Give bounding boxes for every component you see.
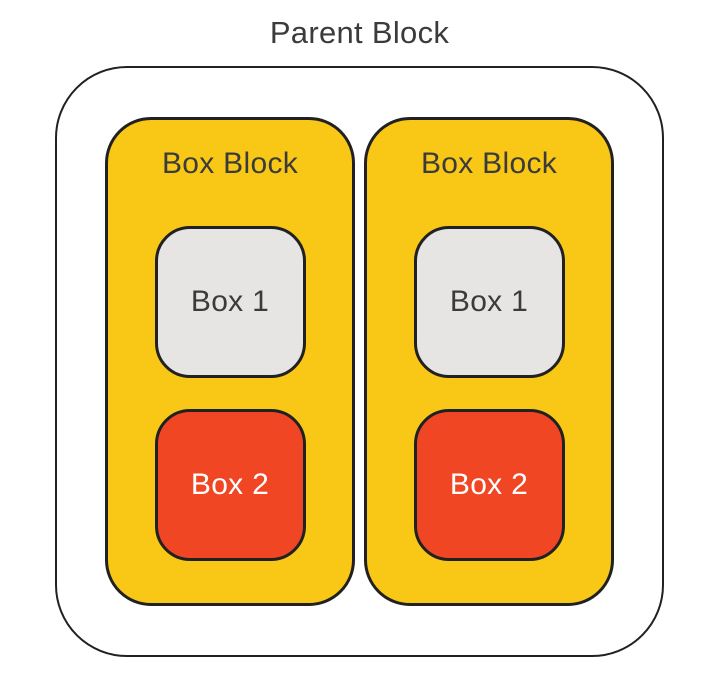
parent-block-title: Parent Block xyxy=(269,15,450,50)
box-2: Box 2 xyxy=(413,409,565,561)
box-block-label: Box Block xyxy=(161,147,299,180)
parent-block-container: Box Block Box 1 Box 2 Box Block Box 1 Bo… xyxy=(55,66,664,657)
box-block-right: Box Block Box 1 Box 2 xyxy=(364,117,614,606)
box-block-left: Box Block Box 1 Box 2 xyxy=(105,117,355,606)
box-1: Box 1 xyxy=(154,226,306,378)
box-block-label: Box Block xyxy=(420,147,558,180)
box-1: Box 1 xyxy=(413,226,565,378)
box-2: Box 2 xyxy=(154,409,306,561)
